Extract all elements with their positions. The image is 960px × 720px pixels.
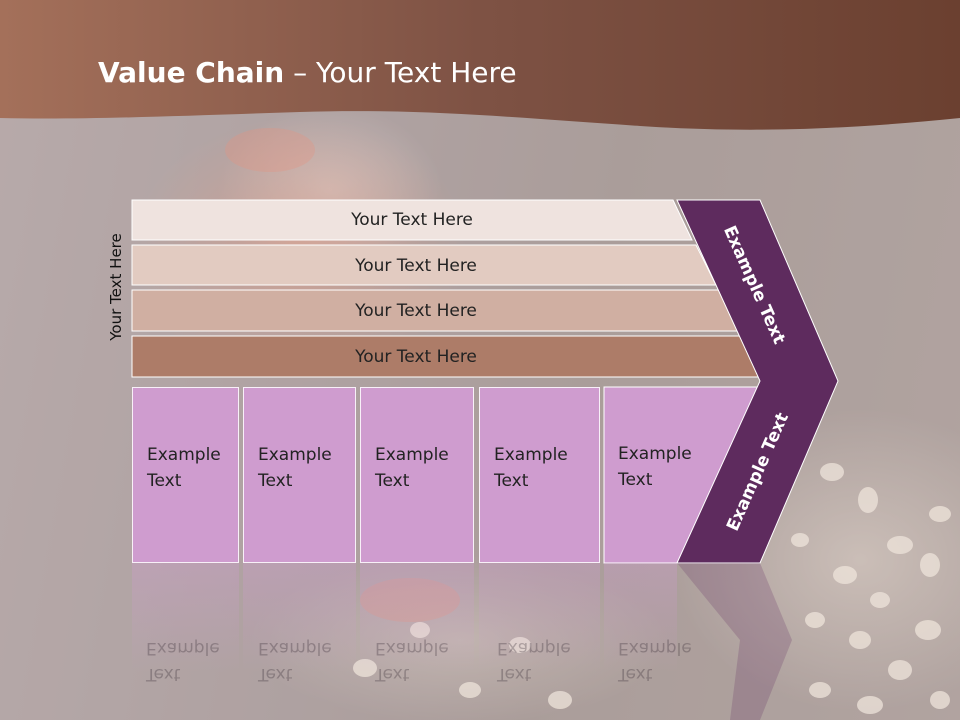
cell-4-line2: Text	[494, 471, 529, 491]
reflection-text-5: Text Example	[618, 635, 692, 687]
reflection-text-1-line1: Example	[146, 638, 220, 658]
bar-3[interactable]: Your Text Here	[132, 291, 700, 331]
reflection-text-4: Text Example	[497, 635, 571, 687]
cell-5-line2: Text	[618, 470, 653, 490]
reflection-cell-2	[243, 563, 356, 673]
reflection-text-5-line1: Example	[618, 638, 692, 658]
bar-2-label: Your Text Here	[355, 256, 477, 276]
cell-4[interactable]: Example Text	[479, 387, 600, 563]
cell-3-line1: Example	[375, 445, 449, 465]
cell-1[interactable]: Example Text	[132, 387, 239, 563]
title-rest: – Your Text Here	[284, 56, 517, 89]
cell-5[interactable]: Example Text	[604, 387, 734, 563]
cell-1-line1: Example	[147, 445, 221, 465]
reflection-cell-4	[479, 563, 600, 673]
reflection-text-5-line2: Text	[618, 664, 653, 684]
page-title: Value Chain – Your Text Here	[98, 56, 517, 89]
cell-3[interactable]: Example Text	[360, 387, 474, 563]
cell-4-line1: Example	[494, 445, 568, 465]
reflection-cell-5	[604, 563, 677, 673]
bar-4[interactable]: Your Text Here	[132, 337, 700, 377]
side-label: Your Text Here	[107, 233, 125, 341]
cell-2[interactable]: Example Text	[243, 387, 356, 563]
reflection-text-4-line2: Text	[497, 664, 532, 684]
title-banner	[0, 0, 960, 130]
title-bold: Value Chain	[98, 56, 285, 89]
bar-4-label: Your Text Here	[355, 347, 477, 367]
reflection-text-1-line2: Text	[146, 664, 181, 684]
reflection-text-1: Text Example	[146, 635, 220, 687]
cell-3-line2: Text	[375, 471, 410, 491]
bar-1[interactable]: Your Text Here	[132, 200, 692, 240]
reflection-text-2-line1: Example	[258, 638, 332, 658]
reflection-text-2: Text Example	[258, 635, 332, 687]
bar-2[interactable]: Your Text Here	[132, 246, 700, 286]
bar-1-label: Your Text Here	[351, 210, 473, 230]
reflection-text-2-line2: Text	[258, 664, 293, 684]
reflection-cell-1	[132, 563, 239, 673]
reflection-text-3-line2: Text	[375, 664, 410, 684]
diagram-reflection: Text Example Text Example Text Example T…	[0, 563, 960, 720]
reflection-text-4-line1: Example	[497, 638, 571, 658]
cell-2-line1: Example	[258, 445, 332, 465]
reflection-cell-3	[360, 563, 474, 673]
reflection-text-3-line1: Example	[375, 638, 449, 658]
cell-2-line2: Text	[258, 471, 293, 491]
cell-1-line2: Text	[147, 471, 182, 491]
cell-5-line1: Example	[618, 444, 692, 464]
reflection-text-3: Text Example	[375, 635, 449, 687]
bar-3-label: Your Text Here	[355, 301, 477, 321]
